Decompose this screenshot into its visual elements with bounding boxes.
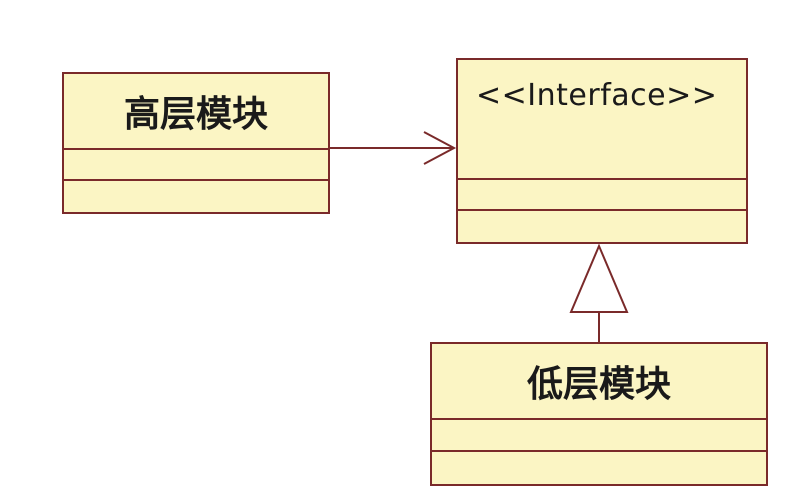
interface-stereotype: <<Interface>> [458,60,746,180]
high-level-module-class: 高层模块 [62,72,330,214]
low-level-module-operations [432,452,766,484]
high-level-module-operations [64,181,328,212]
low-level-module-class: 低层模块 [430,342,768,486]
realization-arrowhead [569,243,629,313]
interface-attributes [458,180,746,211]
low-level-module-name: 低层模块 [432,344,766,420]
high-level-module-name: 高层模块 [64,74,328,150]
interface-class: <<Interface>> [456,58,748,244]
high-level-module-attributes [64,150,328,181]
realization-arrow [569,243,629,342]
low-level-module-attributes [432,420,766,452]
dependency-arrowhead [423,131,457,165]
interface-operations [458,211,746,242]
dependency-arrow [330,131,457,165]
